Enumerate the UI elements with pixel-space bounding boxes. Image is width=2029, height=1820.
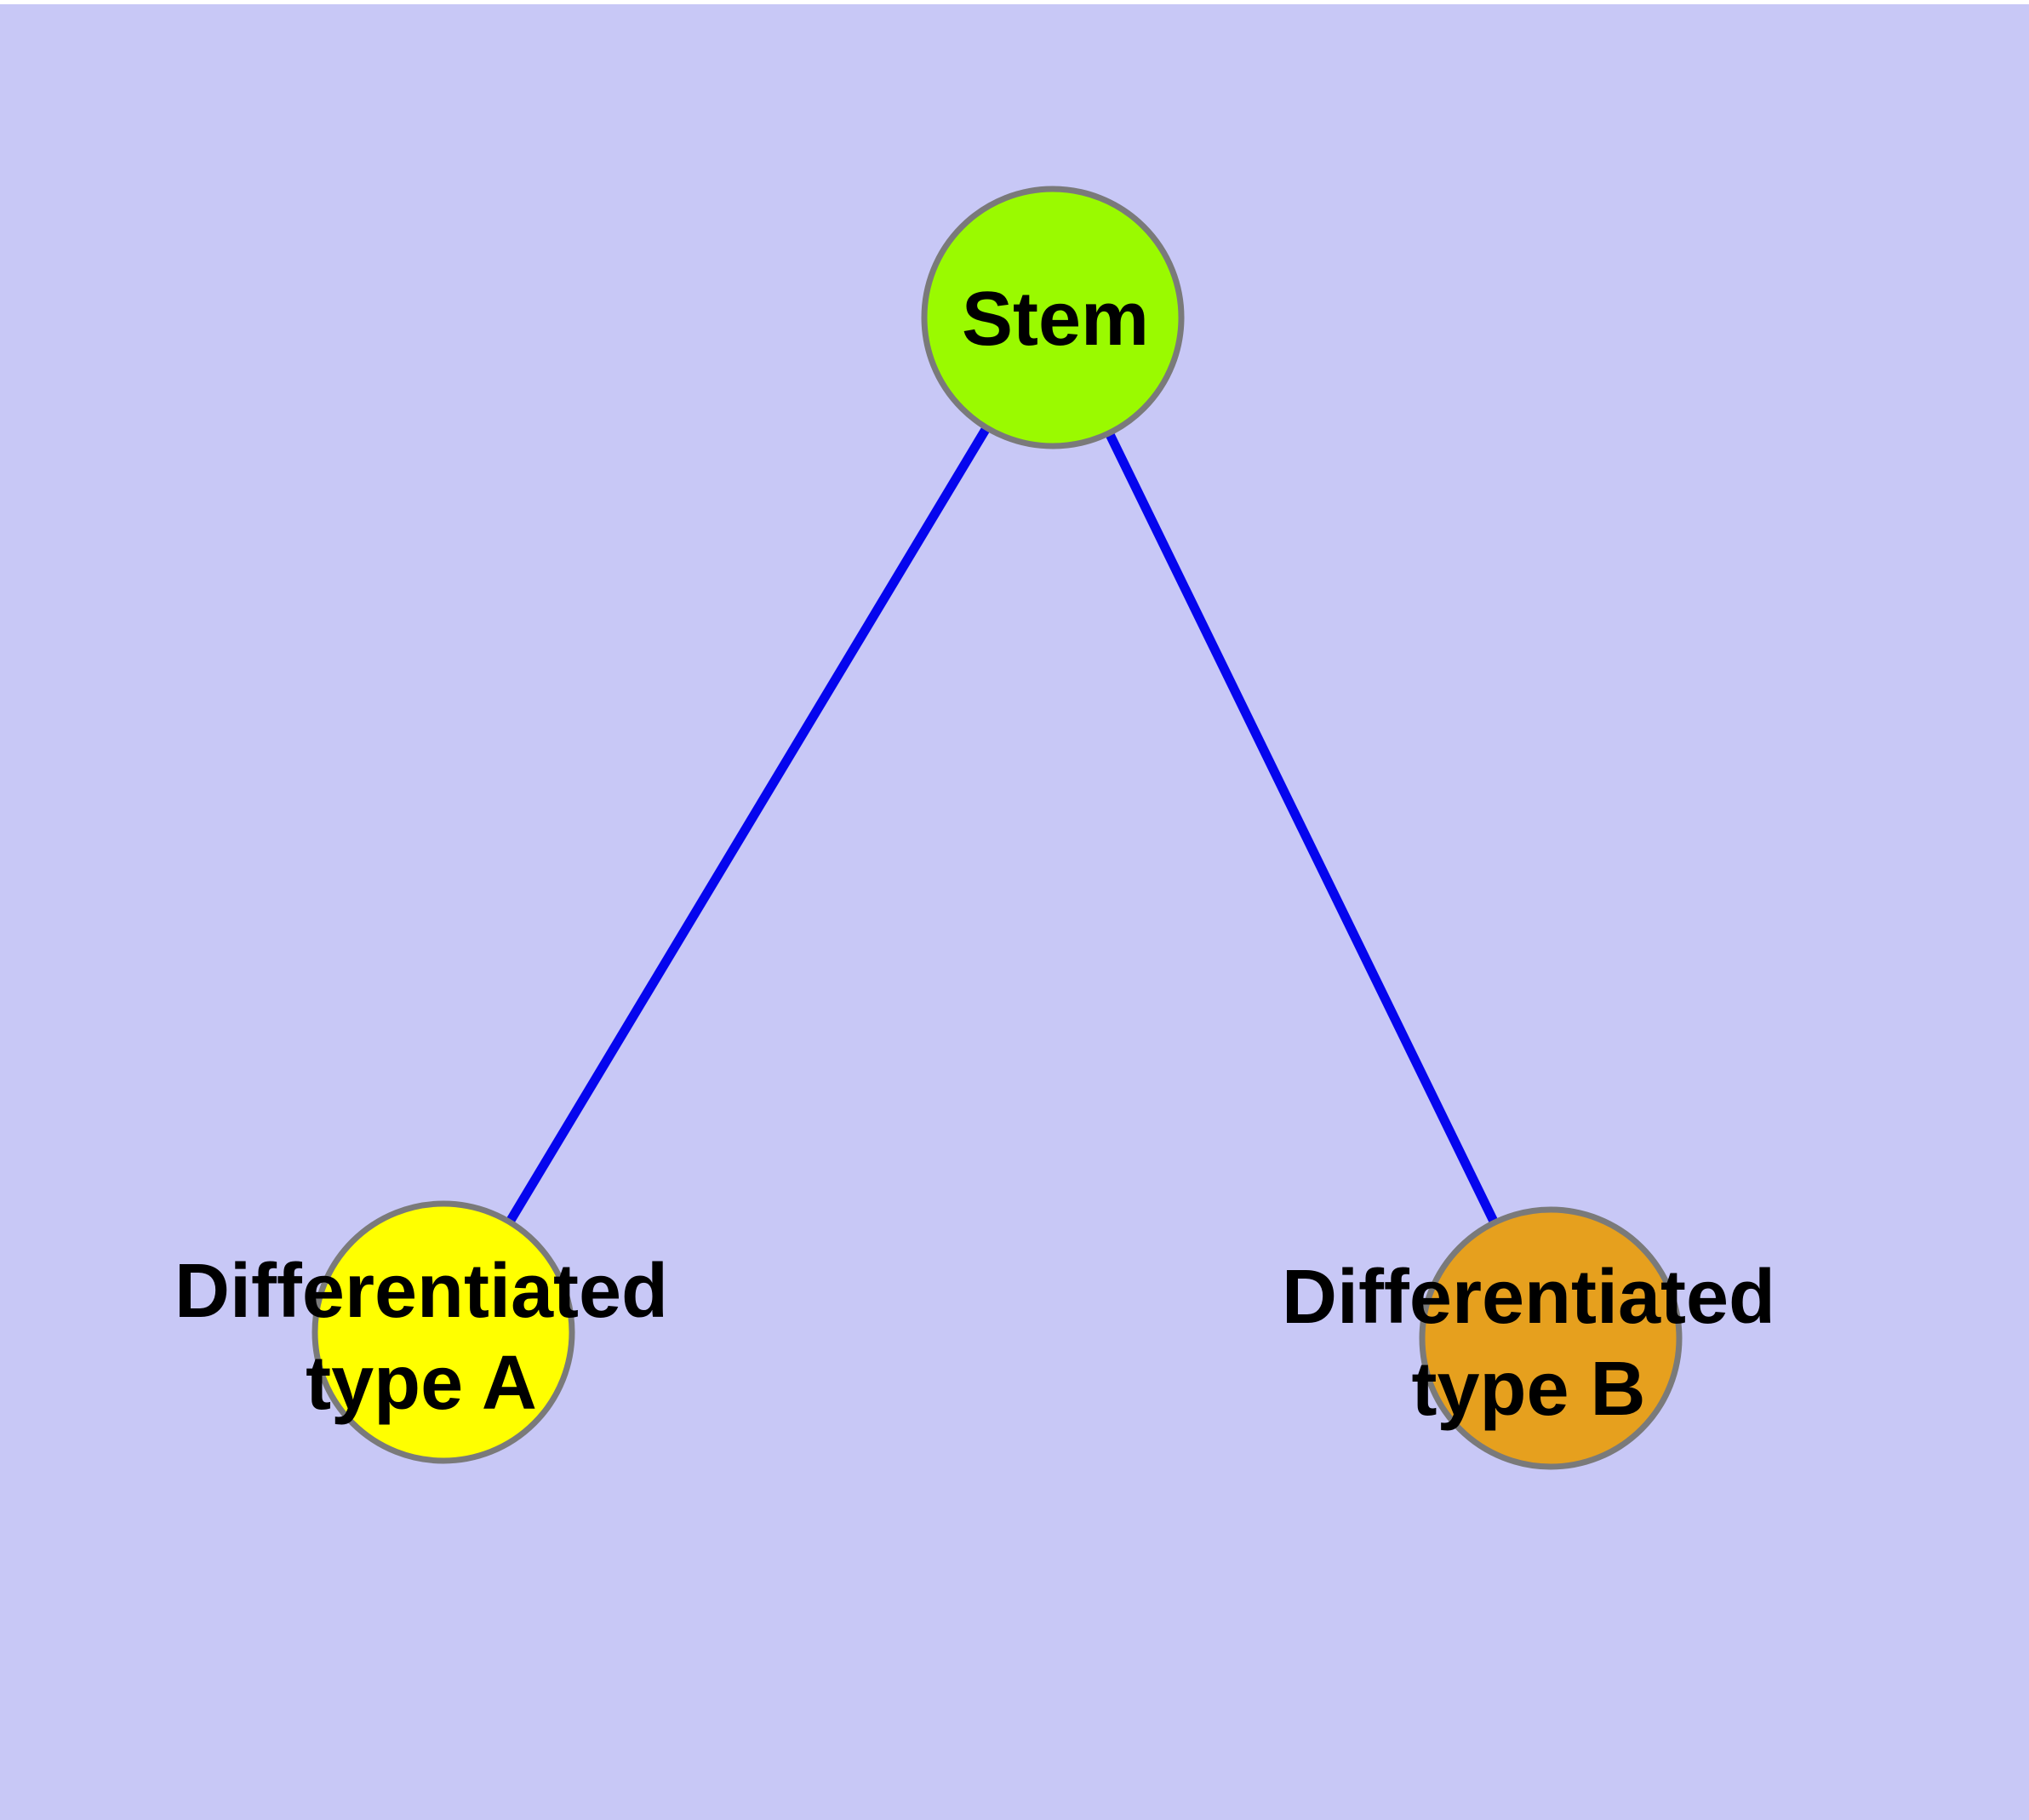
node-label-type-a-line2: type A: [306, 1341, 537, 1426]
node-differentiated-type-b: [1419, 1206, 1683, 1470]
node-label-type-b-line2: type B: [1411, 1347, 1645, 1432]
node-label-type-b-line1: Differentiated: [1282, 1255, 1775, 1340]
top-margin-strip: [0, 0, 2029, 4]
node-differentiated-type-a: [311, 1200, 575, 1464]
node-label-stem: Stem: [962, 277, 1149, 362]
edge-stem-to-type-a: [439, 315, 1057, 1335]
node-label-type-a-line1: Differentiated: [174, 1249, 668, 1334]
node-stem: [921, 186, 1185, 449]
edge-stem-to-type-b: [1049, 315, 1555, 1341]
